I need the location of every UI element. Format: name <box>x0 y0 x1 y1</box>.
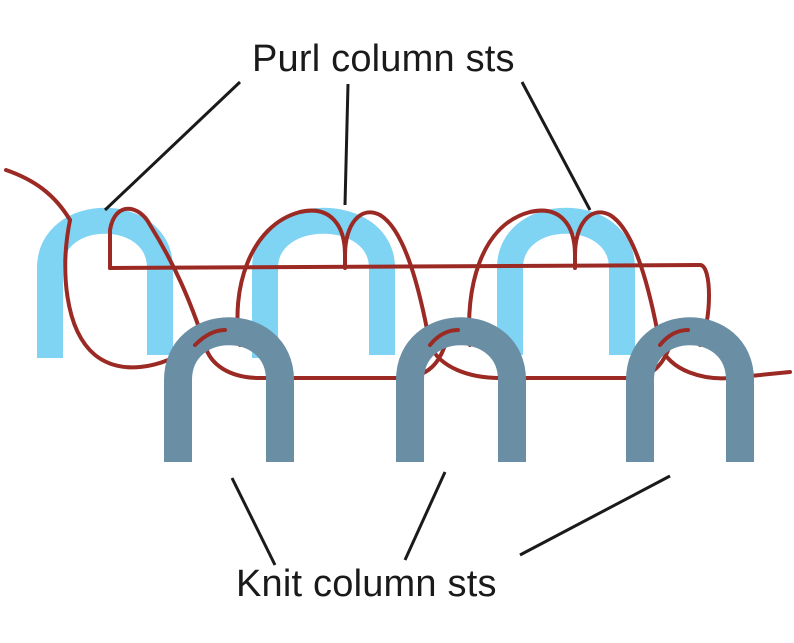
purl-stitch-2 <box>252 207 395 358</box>
knit-stitch-2 <box>396 317 526 462</box>
purl-stitches <box>37 207 635 358</box>
purl-leader-2 <box>343 83 350 206</box>
yarn-loop-2 <box>235 208 347 347</box>
purl-stitch-1 <box>37 207 173 358</box>
purl-leader-1 <box>103 80 242 212</box>
knit-stitch-1 <box>164 317 294 462</box>
knit-column-label: Knit column sts <box>236 563 497 605</box>
knit-stitch-3 <box>626 317 754 462</box>
yarn-loop-1b <box>108 206 207 347</box>
knit-leader-1 <box>230 477 277 566</box>
yarn-tail <box>4 168 72 222</box>
knit-leader-3 <box>519 474 671 557</box>
purl-leader-lines <box>103 80 592 212</box>
knit-leader-2 <box>403 471 447 561</box>
yarn-loop-2b <box>343 210 432 347</box>
knit-leader-lines <box>230 471 671 566</box>
knit-stitches <box>164 317 754 462</box>
purl-stitch-3 <box>497 207 635 355</box>
yarn-front-crossings <box>193 328 690 347</box>
yarn-loop-1 <box>63 218 197 370</box>
yarn-loop-3 <box>467 208 577 347</box>
yarn-loop-3b <box>573 210 662 347</box>
purl-column-label: Purl column sts <box>252 38 515 80</box>
purl-leader-3 <box>520 81 592 211</box>
